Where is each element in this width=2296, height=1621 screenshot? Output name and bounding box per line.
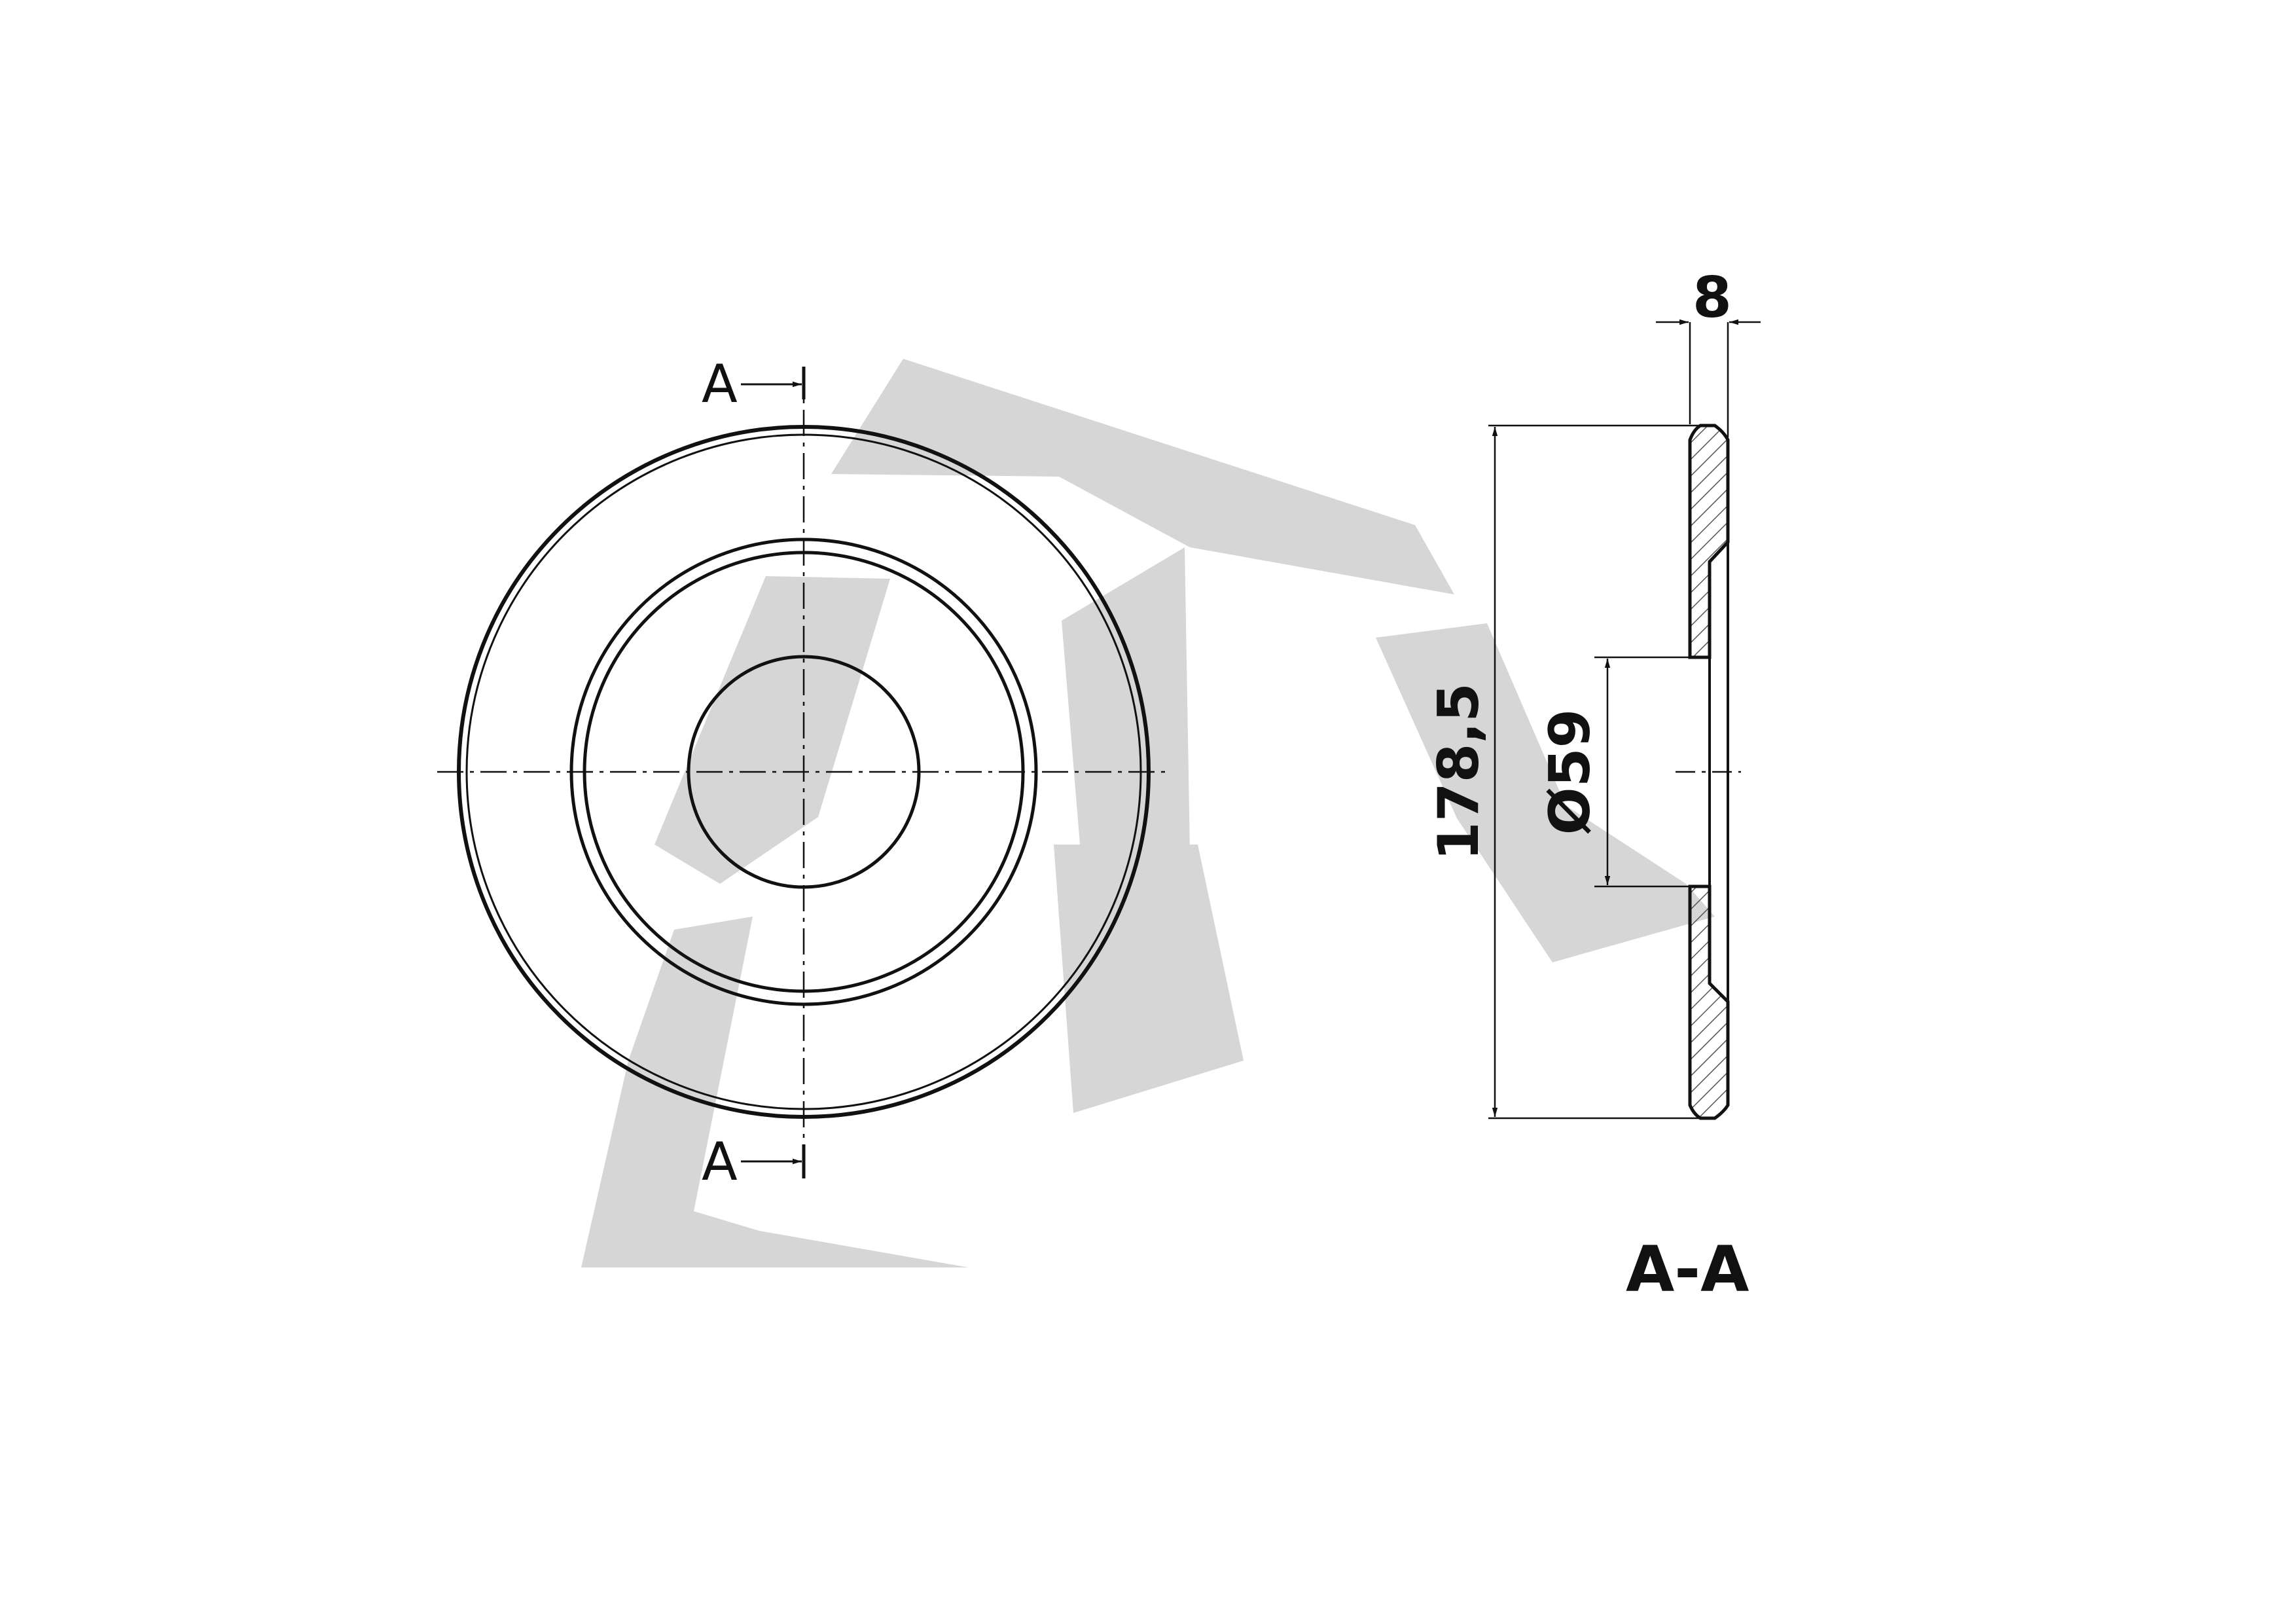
section-label-top: A bbox=[702, 354, 738, 414]
section-view bbox=[1676, 424, 1741, 1120]
section-view-label: A-A bbox=[1626, 1233, 1749, 1306]
section-hatch-bottom bbox=[1688, 884, 1730, 1120]
dimension-thickness: 8 bbox=[1693, 265, 1732, 331]
section-label-bottom: A bbox=[702, 1131, 738, 1192]
dimension-outer-diameter: 178,5 bbox=[1426, 683, 1492, 861]
watermark-logo bbox=[581, 359, 1715, 1267]
dimension-lines bbox=[1488, 319, 1761, 1120]
front-view bbox=[437, 367, 1169, 1178]
dimension-bore-diameter: Ø59 bbox=[1537, 709, 1603, 835]
